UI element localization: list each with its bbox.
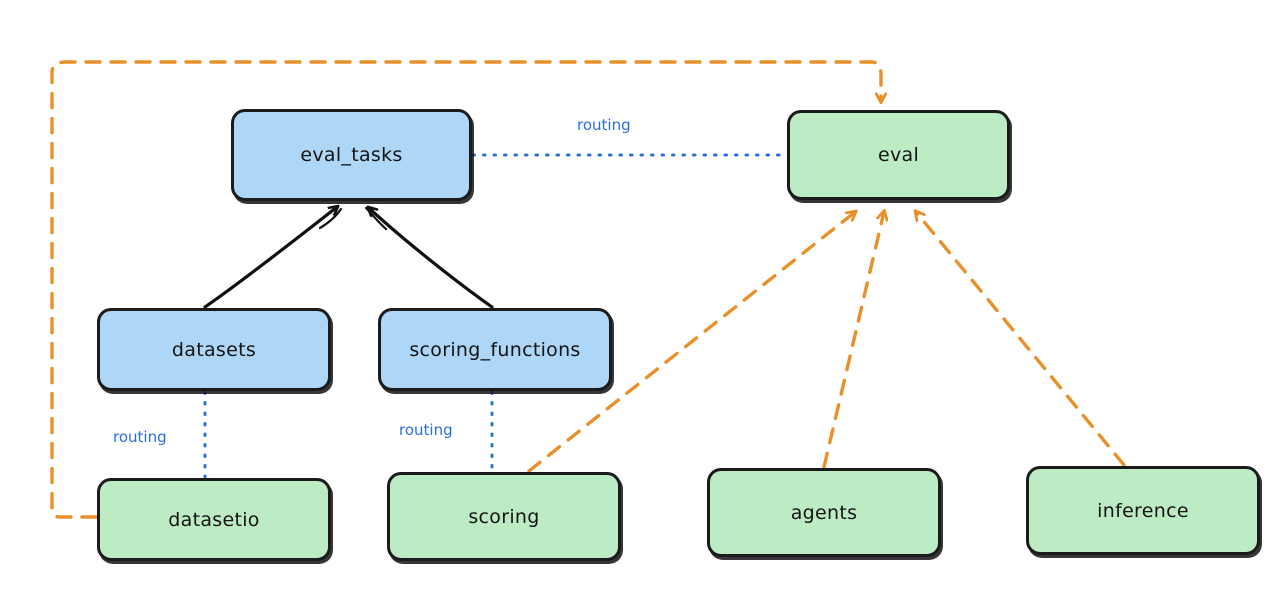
edge-label-routing-scoring-functions-scoring: routing (399, 421, 453, 439)
node-label: eval (877, 144, 920, 166)
edge-datasets-to-eval_tasks (203, 207, 337, 309)
node-datasetio[interactable]: datasetio (97, 478, 331, 561)
edge-scoring_functions-to-eval_tasks-sketch (364, 206, 388, 231)
edge-scoring_functions-to-eval_tasks (369, 208, 494, 309)
edge-scoring-to-eval (527, 212, 855, 473)
node-scoring[interactable]: scoring (387, 472, 621, 561)
edge-label-routing-eval-tasks-eval: routing (577, 116, 631, 134)
node-label: scoring (468, 505, 540, 528)
node-scoring-functions[interactable]: scoring_functions (378, 308, 612, 391)
node-label: agents (790, 501, 858, 524)
edge-datasets-to-eval_tasks-sketch (318, 207, 343, 230)
node-label: datasets (171, 338, 257, 361)
node-label: scoring_functions (409, 338, 581, 361)
node-label: eval_tasks (300, 144, 403, 166)
edge-agents-to-eval (822, 212, 884, 469)
node-inference[interactable]: inference (1026, 466, 1260, 555)
node-eval[interactable]: eval (787, 110, 1010, 200)
node-datasets[interactable]: datasets (97, 308, 331, 391)
node-eval-tasks[interactable]: eval_tasks (231, 109, 472, 201)
edge-label-routing-datasets-datasetio: routing (113, 428, 167, 446)
node-label: datasetio (168, 508, 260, 531)
edge-inference-to-eval (916, 212, 1126, 467)
node-agents[interactable]: agents (707, 468, 941, 557)
node-label: inference (1097, 499, 1189, 522)
